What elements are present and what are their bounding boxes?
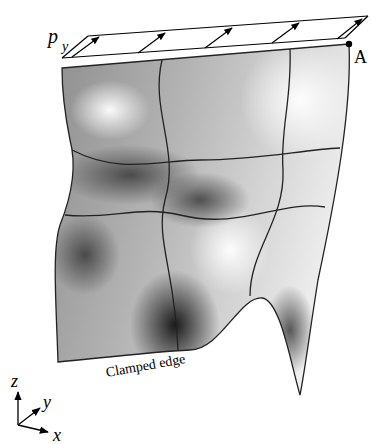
shell-shading — [40, 30, 370, 410]
shell-outline — [55, 44, 349, 395]
mesh-lines — [65, 49, 340, 350]
load-frame — [62, 16, 368, 58]
point-marker — [346, 41, 352, 47]
axis-label: y — [43, 393, 51, 411]
load-symbol: p — [48, 26, 58, 46]
axis-label: x — [53, 426, 61, 444]
load-subscript: y — [62, 40, 68, 54]
point-label: A — [354, 48, 367, 66]
axis-label: z — [11, 372, 18, 390]
